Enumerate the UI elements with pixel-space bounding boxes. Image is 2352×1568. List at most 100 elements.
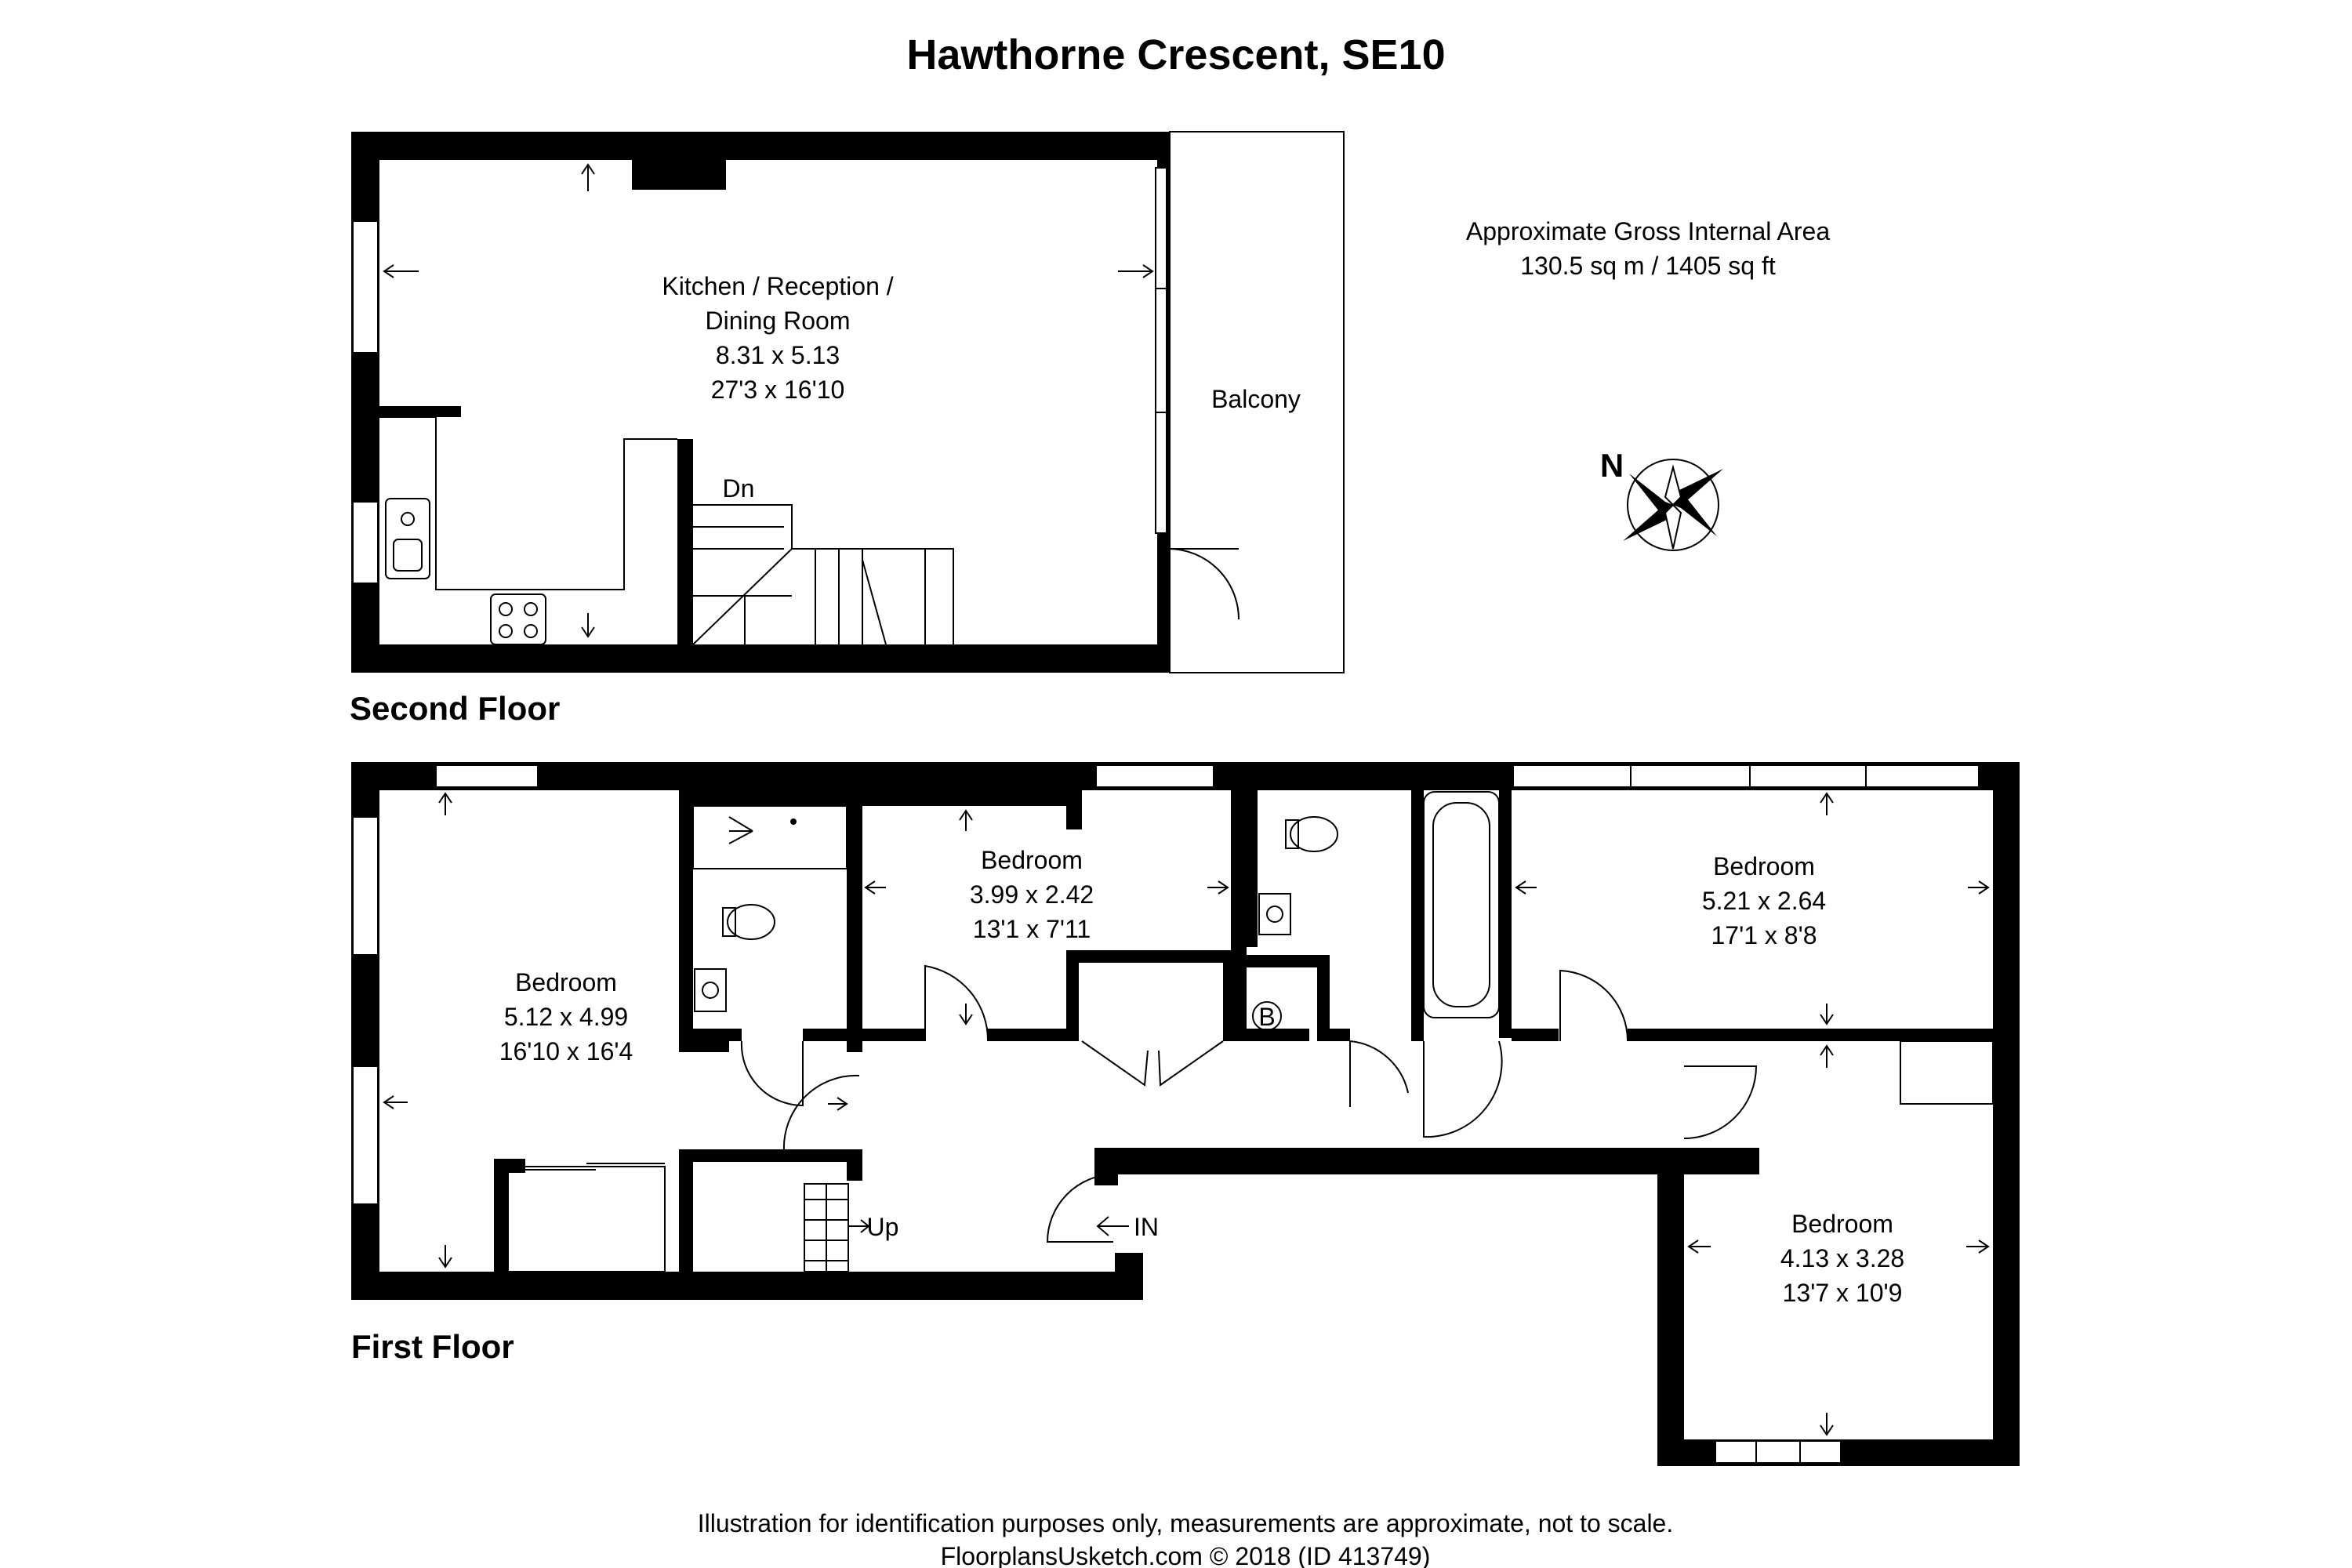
wall: [1330, 1029, 1350, 1041]
window: [352, 501, 379, 584]
room-dimensions-metric: 4.13 x 3.28: [1780, 1244, 1904, 1272]
area-value: 130.5 sq m / 1405 sq ft: [1520, 252, 1776, 280]
room-label-kitchen: Kitchen / Reception /: [662, 272, 893, 300]
wall: [351, 132, 1167, 160]
wall: [679, 1029, 742, 1041]
wall: [1512, 1029, 1559, 1041]
wall: [1066, 787, 1082, 829]
window: [1512, 764, 1980, 788]
footer-credit: FloorplansUsketch.com © 2018 (ID 413749): [941, 1542, 1431, 1568]
boiler-label: B: [1258, 1003, 1275, 1031]
wall: [1317, 955, 1330, 1041]
wall: [677, 439, 693, 646]
dimension-arrows: [383, 163, 1154, 638]
wall: [988, 1029, 1074, 1041]
wall: [679, 790, 693, 1041]
wall: [1231, 790, 1247, 963]
balcony-door: [1167, 548, 1240, 620]
toilet-icon: [727, 904, 775, 940]
room-label-bedroom: Bedroom: [1713, 852, 1815, 880]
area-label: Approximate Gross Internal Area: [1466, 217, 1830, 245]
stairs: [692, 504, 954, 645]
toilet-icon: [1290, 816, 1338, 852]
wardrobe: [507, 1166, 666, 1272]
window: [435, 764, 539, 788]
basin-icon: [694, 968, 727, 1012]
wall: [847, 1149, 862, 1181]
window: [1715, 1440, 1842, 1464]
window: [1155, 167, 1167, 534]
stairs: [804, 1183, 870, 1272]
wall: [1115, 1253, 1143, 1300]
wall: [679, 790, 847, 806]
first-floor-plan: B: [351, 762, 2020, 1466]
room-label-bedroom: Bedroom: [1791, 1210, 1893, 1238]
wall: [1231, 950, 1247, 1041]
hob-icon: [490, 593, 546, 645]
window: [352, 816, 379, 956]
wall: [1247, 1029, 1309, 1041]
room-label-kitchen-line2: Dining Room: [706, 307, 851, 335]
wall: [679, 1149, 859, 1162]
room-label-bedroom: Bedroom: [981, 846, 1083, 874]
wall: [679, 1040, 729, 1052]
wall: [351, 1272, 1143, 1300]
sink-icon: [385, 498, 430, 579]
balcony: [1169, 131, 1345, 673]
shower-icon: [692, 805, 848, 869]
entrance-arrow-icon: [1096, 1216, 1129, 1236]
entrance-label: IN: [1134, 1213, 1159, 1241]
wall: [494, 1159, 508, 1276]
bath-icon: [1423, 791, 1500, 1018]
wall: [1628, 1029, 2020, 1041]
boiler-icon: [1252, 1001, 1282, 1031]
chimney-breast: [632, 157, 726, 190]
room-dimensions-imperial: 16'10 x 16'4: [499, 1037, 633, 1065]
wardrobe: [1900, 1040, 1994, 1105]
dimension-arrows: [383, 792, 1990, 1436]
room-dimensions-metric: 5.12 x 4.99: [504, 1003, 628, 1031]
compass-icon: [1623, 459, 1723, 551]
wall: [847, 790, 862, 1041]
kitchen-counter: [379, 416, 677, 590]
wall: [1993, 762, 2020, 1466]
room-dimensions-imperial: 27'3 x 16'10: [711, 376, 845, 404]
wall: [1245, 955, 1328, 967]
footer-disclaimer: Illustration for identification purposes…: [698, 1509, 1673, 1537]
wall: [847, 1041, 862, 1052]
wall: [1066, 950, 1079, 1041]
room-dimensions-imperial: 13'1 x 7'11: [973, 915, 1091, 943]
room-dimensions-imperial: 13'7 x 10'9: [1783, 1279, 1903, 1307]
wall: [847, 787, 1082, 806]
wall: [1066, 950, 1237, 963]
window: [352, 1065, 379, 1205]
room-label-bedroom: Bedroom: [515, 968, 617, 996]
room-dimensions-metric: 3.99 x 2.42: [970, 880, 1094, 909]
room-dimensions-metric: 5.21 x 2.64: [1702, 887, 1826, 915]
wall: [351, 644, 1167, 673]
wall: [1094, 1148, 1759, 1174]
wall: [679, 1149, 693, 1283]
room-label-balcony: Balcony: [1211, 385, 1301, 413]
wall: [1657, 1148, 1684, 1466]
second-floor-plan: Kitchen / Reception / Dining Room 8.31 x…: [351, 131, 1345, 673]
floor-label-second: Second Floor: [350, 690, 560, 727]
wall: [1499, 787, 1512, 1038]
stairs-label-up: Up: [867, 1213, 899, 1241]
compass-north-label: N: [1600, 447, 1624, 484]
window: [1095, 764, 1214, 788]
wall: [379, 406, 461, 417]
wall: [351, 132, 379, 673]
wall: [1245, 790, 1258, 947]
wall: [1411, 787, 1424, 1038]
room-dimensions-imperial: 17'1 x 8'8: [1711, 921, 1817, 949]
stairs-label-down: Dn: [723, 474, 755, 503]
wall: [847, 1029, 925, 1041]
floor-label-first: First Floor: [351, 1328, 514, 1365]
window: [352, 220, 379, 354]
doors: [740, 964, 1758, 1243]
basin-icon: [1258, 893, 1291, 935]
page-title: Hawthorne Crescent, SE10: [906, 31, 1445, 78]
room-dimensions-metric: 8.31 x 5.13: [716, 341, 840, 369]
